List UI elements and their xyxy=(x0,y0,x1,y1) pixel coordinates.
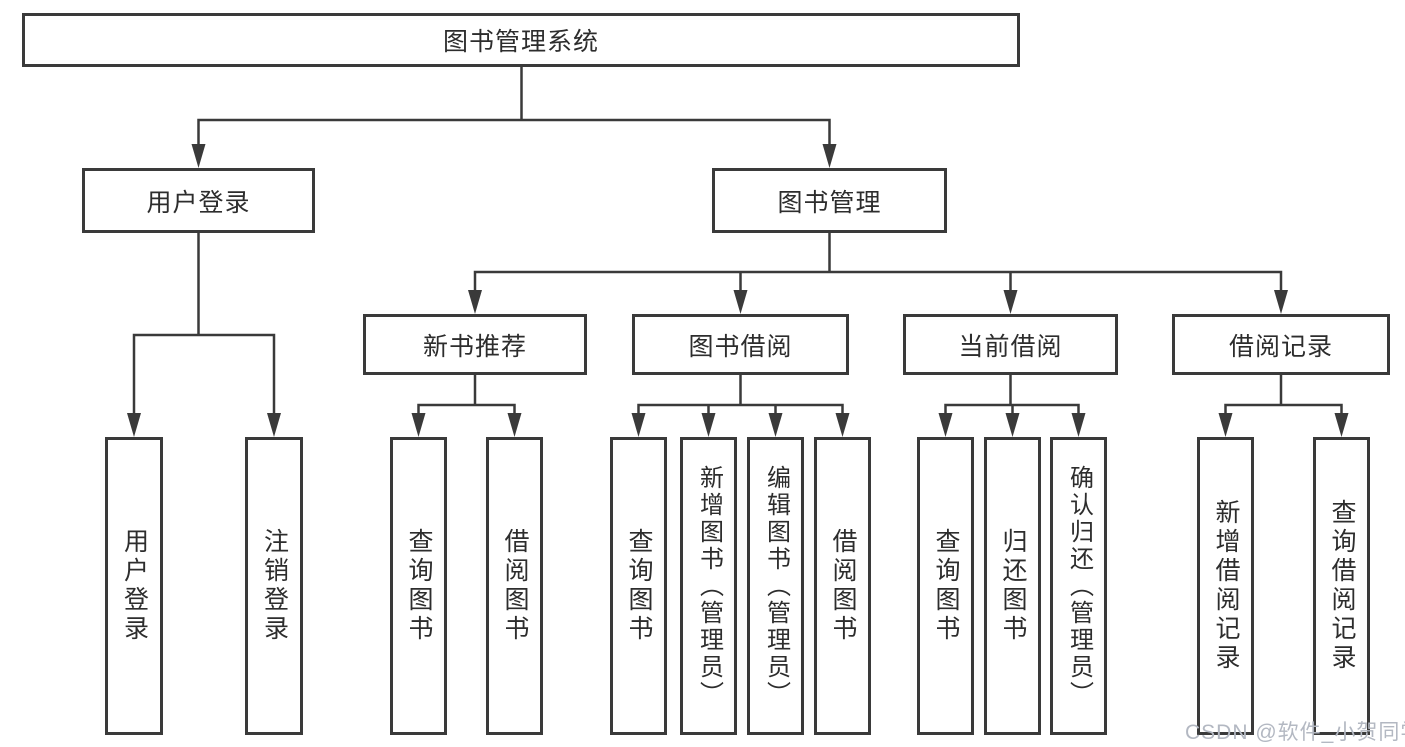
node-new-book-recommend: 新书推荐 xyxy=(363,314,587,375)
leaf-confirm-return-admin: 确认归还（管理员） xyxy=(1050,437,1107,735)
node-current-borrow-label: 当前借阅 xyxy=(958,332,1063,361)
leaf-borrow-books-2: 借阅图书 xyxy=(814,437,871,735)
leaf-query-books-2: 查询图书 xyxy=(610,437,667,735)
leaf-borrow-books-1-label: 借阅图书 xyxy=(501,528,529,644)
node-root: 图书管理系统 xyxy=(22,13,1020,67)
node-book-management-label: 图书管理 xyxy=(777,188,882,217)
leaf-user-login: 用户登录 xyxy=(105,437,163,735)
leaf-confirm-return-admin-label: 确认归还（管理员） xyxy=(1065,464,1093,708)
node-user-login-label: 用户登录 xyxy=(146,188,251,217)
leaf-logout-login-label: 注销登录 xyxy=(260,528,289,644)
node-borrow-records-label: 借阅记录 xyxy=(1228,332,1333,361)
leaf-user-login-label: 用户登录 xyxy=(120,528,149,644)
node-root-label: 图书管理系统 xyxy=(442,28,599,56)
leaf-return-book: 归还图书 xyxy=(984,437,1041,735)
leaf-return-book-label: 归还图书 xyxy=(999,528,1027,644)
leaf-add-book-admin: 新增图书（管理员） xyxy=(680,437,737,735)
leaf-edit-book-admin: 编辑图书（管理员） xyxy=(747,437,804,735)
csdn-watermark: CSDN @软件_小贺同学 xyxy=(1185,721,1405,744)
leaf-query-books-3-label: 查询图书 xyxy=(932,528,960,644)
leaf-query-borrow-record-label: 查询借阅记录 xyxy=(1328,499,1356,673)
node-new-book-recommend-label: 新书推荐 xyxy=(422,332,527,361)
node-book-management: 图书管理 xyxy=(712,168,947,233)
node-current-borrow: 当前借阅 xyxy=(903,314,1118,375)
leaf-logout-login: 注销登录 xyxy=(245,437,303,735)
leaf-add-book-admin-label: 新增图书（管理员） xyxy=(695,464,723,708)
leaf-query-books-2-label: 查询图书 xyxy=(625,528,653,644)
leaf-borrow-books-2-label: 借阅图书 xyxy=(829,528,857,644)
leaf-borrow-books-1: 借阅图书 xyxy=(486,437,543,735)
leaf-query-books-1: 查询图书 xyxy=(390,437,447,735)
leaf-add-borrow-record-label: 新增借阅记录 xyxy=(1212,499,1240,673)
leaf-add-borrow-record: 新增借阅记录 xyxy=(1197,437,1254,735)
leaf-query-books-3: 查询图书 xyxy=(917,437,974,735)
node-book-borrow-label: 图书借阅 xyxy=(688,332,793,361)
leaf-edit-book-admin-label: 编辑图书（管理员） xyxy=(762,464,790,708)
leaf-query-borrow-record: 查询借阅记录 xyxy=(1313,437,1370,735)
node-book-borrow: 图书借阅 xyxy=(632,314,849,375)
node-user-login: 用户登录 xyxy=(82,168,315,233)
node-borrow-records: 借阅记录 xyxy=(1172,314,1390,375)
leaf-query-books-1-label: 查询图书 xyxy=(405,528,433,644)
